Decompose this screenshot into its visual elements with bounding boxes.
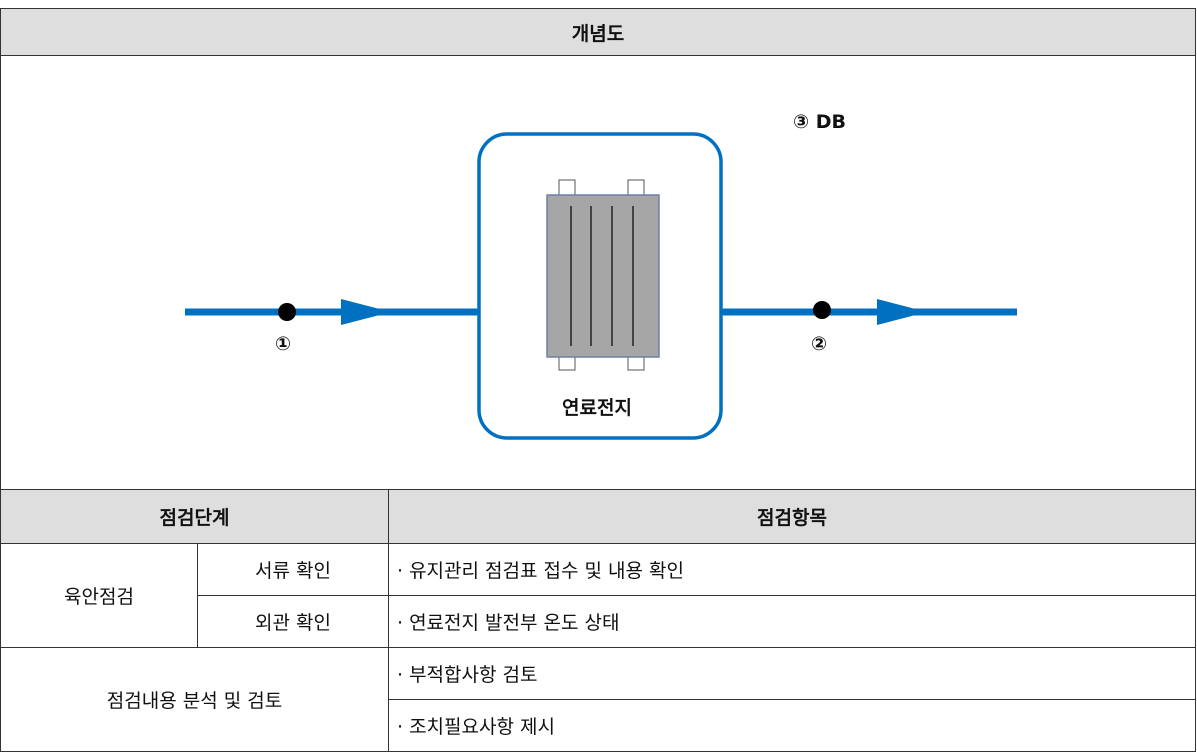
point1-label: ① xyxy=(275,333,292,355)
point2-dot xyxy=(813,301,831,319)
inlet-arrow-icon xyxy=(341,299,391,325)
inspection-table: 개념도 xyxy=(0,8,1197,752)
point1-dot xyxy=(278,303,296,321)
stack-terminal-top-right xyxy=(627,179,645,197)
item-nonconformity-review: · 부적합사항 검토 xyxy=(387,647,1197,700)
stage-visual-inspection: 육안점검 xyxy=(0,543,198,648)
fuel-cell-label: 연료전지 xyxy=(562,397,632,419)
point3-db-label: ③ DB xyxy=(793,111,846,133)
stage-analysis-review: 점검내용 분석 및 검토 xyxy=(0,647,389,752)
item-action-required: · 조치필요사항 제시 xyxy=(387,699,1197,752)
concept-diagram: ① ② ③ DB 연료전지 xyxy=(1,56,1196,489)
point2-label: ② xyxy=(811,333,828,355)
header-inspection-stage: 점검단계 xyxy=(0,489,389,544)
item-temperature-status: · 연료전지 발전부 온도 상태 xyxy=(387,595,1197,648)
item-maintenance-checklist: · 유지관리 점검표 접수 및 내용 확인 xyxy=(387,543,1197,596)
stack-terminal-bottom-left xyxy=(558,355,576,371)
header-inspection-items: 점검항목 xyxy=(387,489,1197,544)
concept-header: 개념도 xyxy=(0,8,1197,56)
concept-diagram-cell: ① ② ③ DB 연료전지 xyxy=(0,55,1197,490)
sub-appearance-check: 외관 확인 xyxy=(197,595,389,648)
diagram-svg xyxy=(185,132,1017,440)
stack-terminal-bottom-right xyxy=(627,355,645,371)
sub-document-check: 서류 확인 xyxy=(197,543,389,596)
fuel-cell-stack-icon xyxy=(546,194,660,358)
outlet-arrow-icon xyxy=(877,299,927,325)
stack-terminal-top-left xyxy=(558,179,576,197)
